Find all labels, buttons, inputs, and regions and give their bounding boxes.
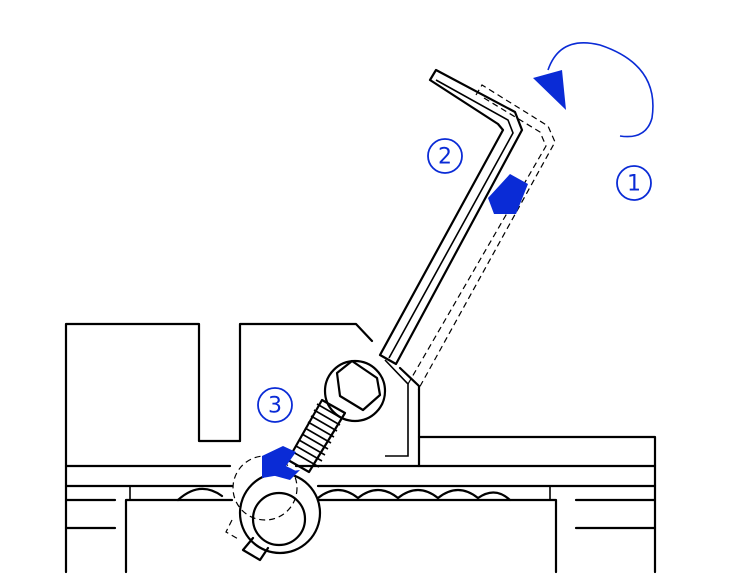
roller-outer xyxy=(238,471,322,555)
roller-arrow xyxy=(262,446,298,478)
pin-ghost xyxy=(225,519,241,541)
step-marker-3: 3 xyxy=(257,387,293,423)
rotation-arrowhead xyxy=(533,70,566,110)
screw-ball-seat xyxy=(323,359,387,423)
base-slot xyxy=(124,498,234,574)
hex-nut xyxy=(335,359,382,412)
motion-arrows xyxy=(262,41,654,480)
allen-key-ghost xyxy=(407,84,556,391)
vise-body xyxy=(64,322,657,574)
adjusting-screw xyxy=(286,359,387,474)
step-3-circle xyxy=(257,387,293,423)
allen-key-outline xyxy=(378,68,524,366)
step-3-label: 3 xyxy=(268,394,282,419)
allen-key-inner xyxy=(388,79,514,359)
rotation-arc xyxy=(547,41,654,138)
base-slot-right xyxy=(316,498,558,574)
movable-jaw xyxy=(238,322,374,443)
roller-assembly xyxy=(225,455,322,562)
right-body xyxy=(417,435,657,574)
step-2-label: 2 xyxy=(438,145,452,170)
allen-key xyxy=(378,68,524,366)
step-2-circle xyxy=(427,138,463,174)
roller-pin xyxy=(241,536,270,562)
movable-jaw-front xyxy=(294,366,421,468)
scalloped-track xyxy=(176,487,512,502)
screw-thread xyxy=(292,403,344,468)
roller-arrow-bottom xyxy=(268,470,300,480)
roller-inner xyxy=(251,491,307,547)
step-marker-1: 1 xyxy=(616,165,652,201)
jaw-bevel xyxy=(384,359,409,457)
step-1-label: 1 xyxy=(627,172,641,197)
left-jaw xyxy=(64,322,242,574)
push-arrow xyxy=(488,174,528,214)
step-1-circle xyxy=(616,165,652,201)
step-marker-2: 2 xyxy=(427,138,463,174)
